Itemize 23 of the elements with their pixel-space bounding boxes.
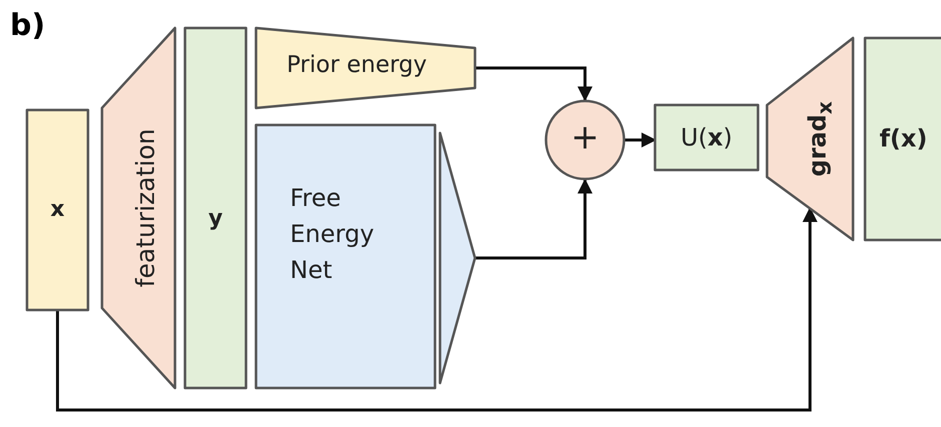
node-label: x: [50, 196, 65, 224]
node-label: Prior energy: [286, 52, 427, 80]
panel-label: b): [10, 8, 46, 43]
node-label: U(x): [680, 123, 732, 152]
node-label: +: [570, 117, 600, 158]
featurization-trapezoid: [102, 28, 175, 388]
node-label: f(x): [879, 124, 928, 154]
feature-block: [185, 28, 246, 388]
prior-energy-trapezoid: [256, 28, 475, 108]
energy-block: [655, 105, 758, 170]
arrow: [56, 207, 818, 412]
arrow: [625, 132, 656, 148]
node-label: featurization: [130, 128, 161, 288]
force-block: [865, 38, 941, 240]
gradient-trapezoid: [767, 38, 853, 240]
node-label: Free Energy Net: [290, 183, 376, 286]
arrow: [475, 178, 592, 260]
sum-circle: [545, 100, 625, 180]
arrow: [475, 66, 592, 102]
output-triangle: [440, 133, 475, 383]
input-block: [27, 110, 88, 310]
node-label: y: [208, 206, 223, 232]
network-block: [256, 125, 435, 388]
